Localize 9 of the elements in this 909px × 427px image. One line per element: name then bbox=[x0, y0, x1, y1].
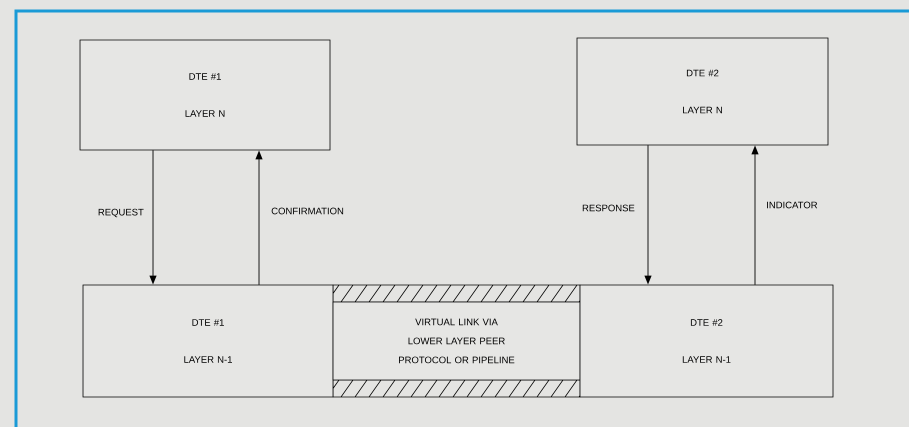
layer-box: DTE #2 LAYER N bbox=[576, 38, 828, 146]
layer-box: DTE #1 LAYER N-1 bbox=[82, 284, 334, 398]
layer-box: DTE #1 LAYER N bbox=[80, 40, 330, 150]
edge-label: RESPONSE bbox=[582, 204, 634, 212]
layer-box: VIRTUAL LINK VIA LOWER LAYER PEER PROTOCOL OR PIPELINE bbox=[332, 302, 580, 380]
edge-label: CONFIRMATION bbox=[272, 208, 344, 214]
layer-box: DTE #2 LAYER N-1 bbox=[580, 284, 834, 398]
edge-label: INDICATOR bbox=[767, 202, 818, 208]
edge-label: REQUEST bbox=[98, 208, 144, 218]
